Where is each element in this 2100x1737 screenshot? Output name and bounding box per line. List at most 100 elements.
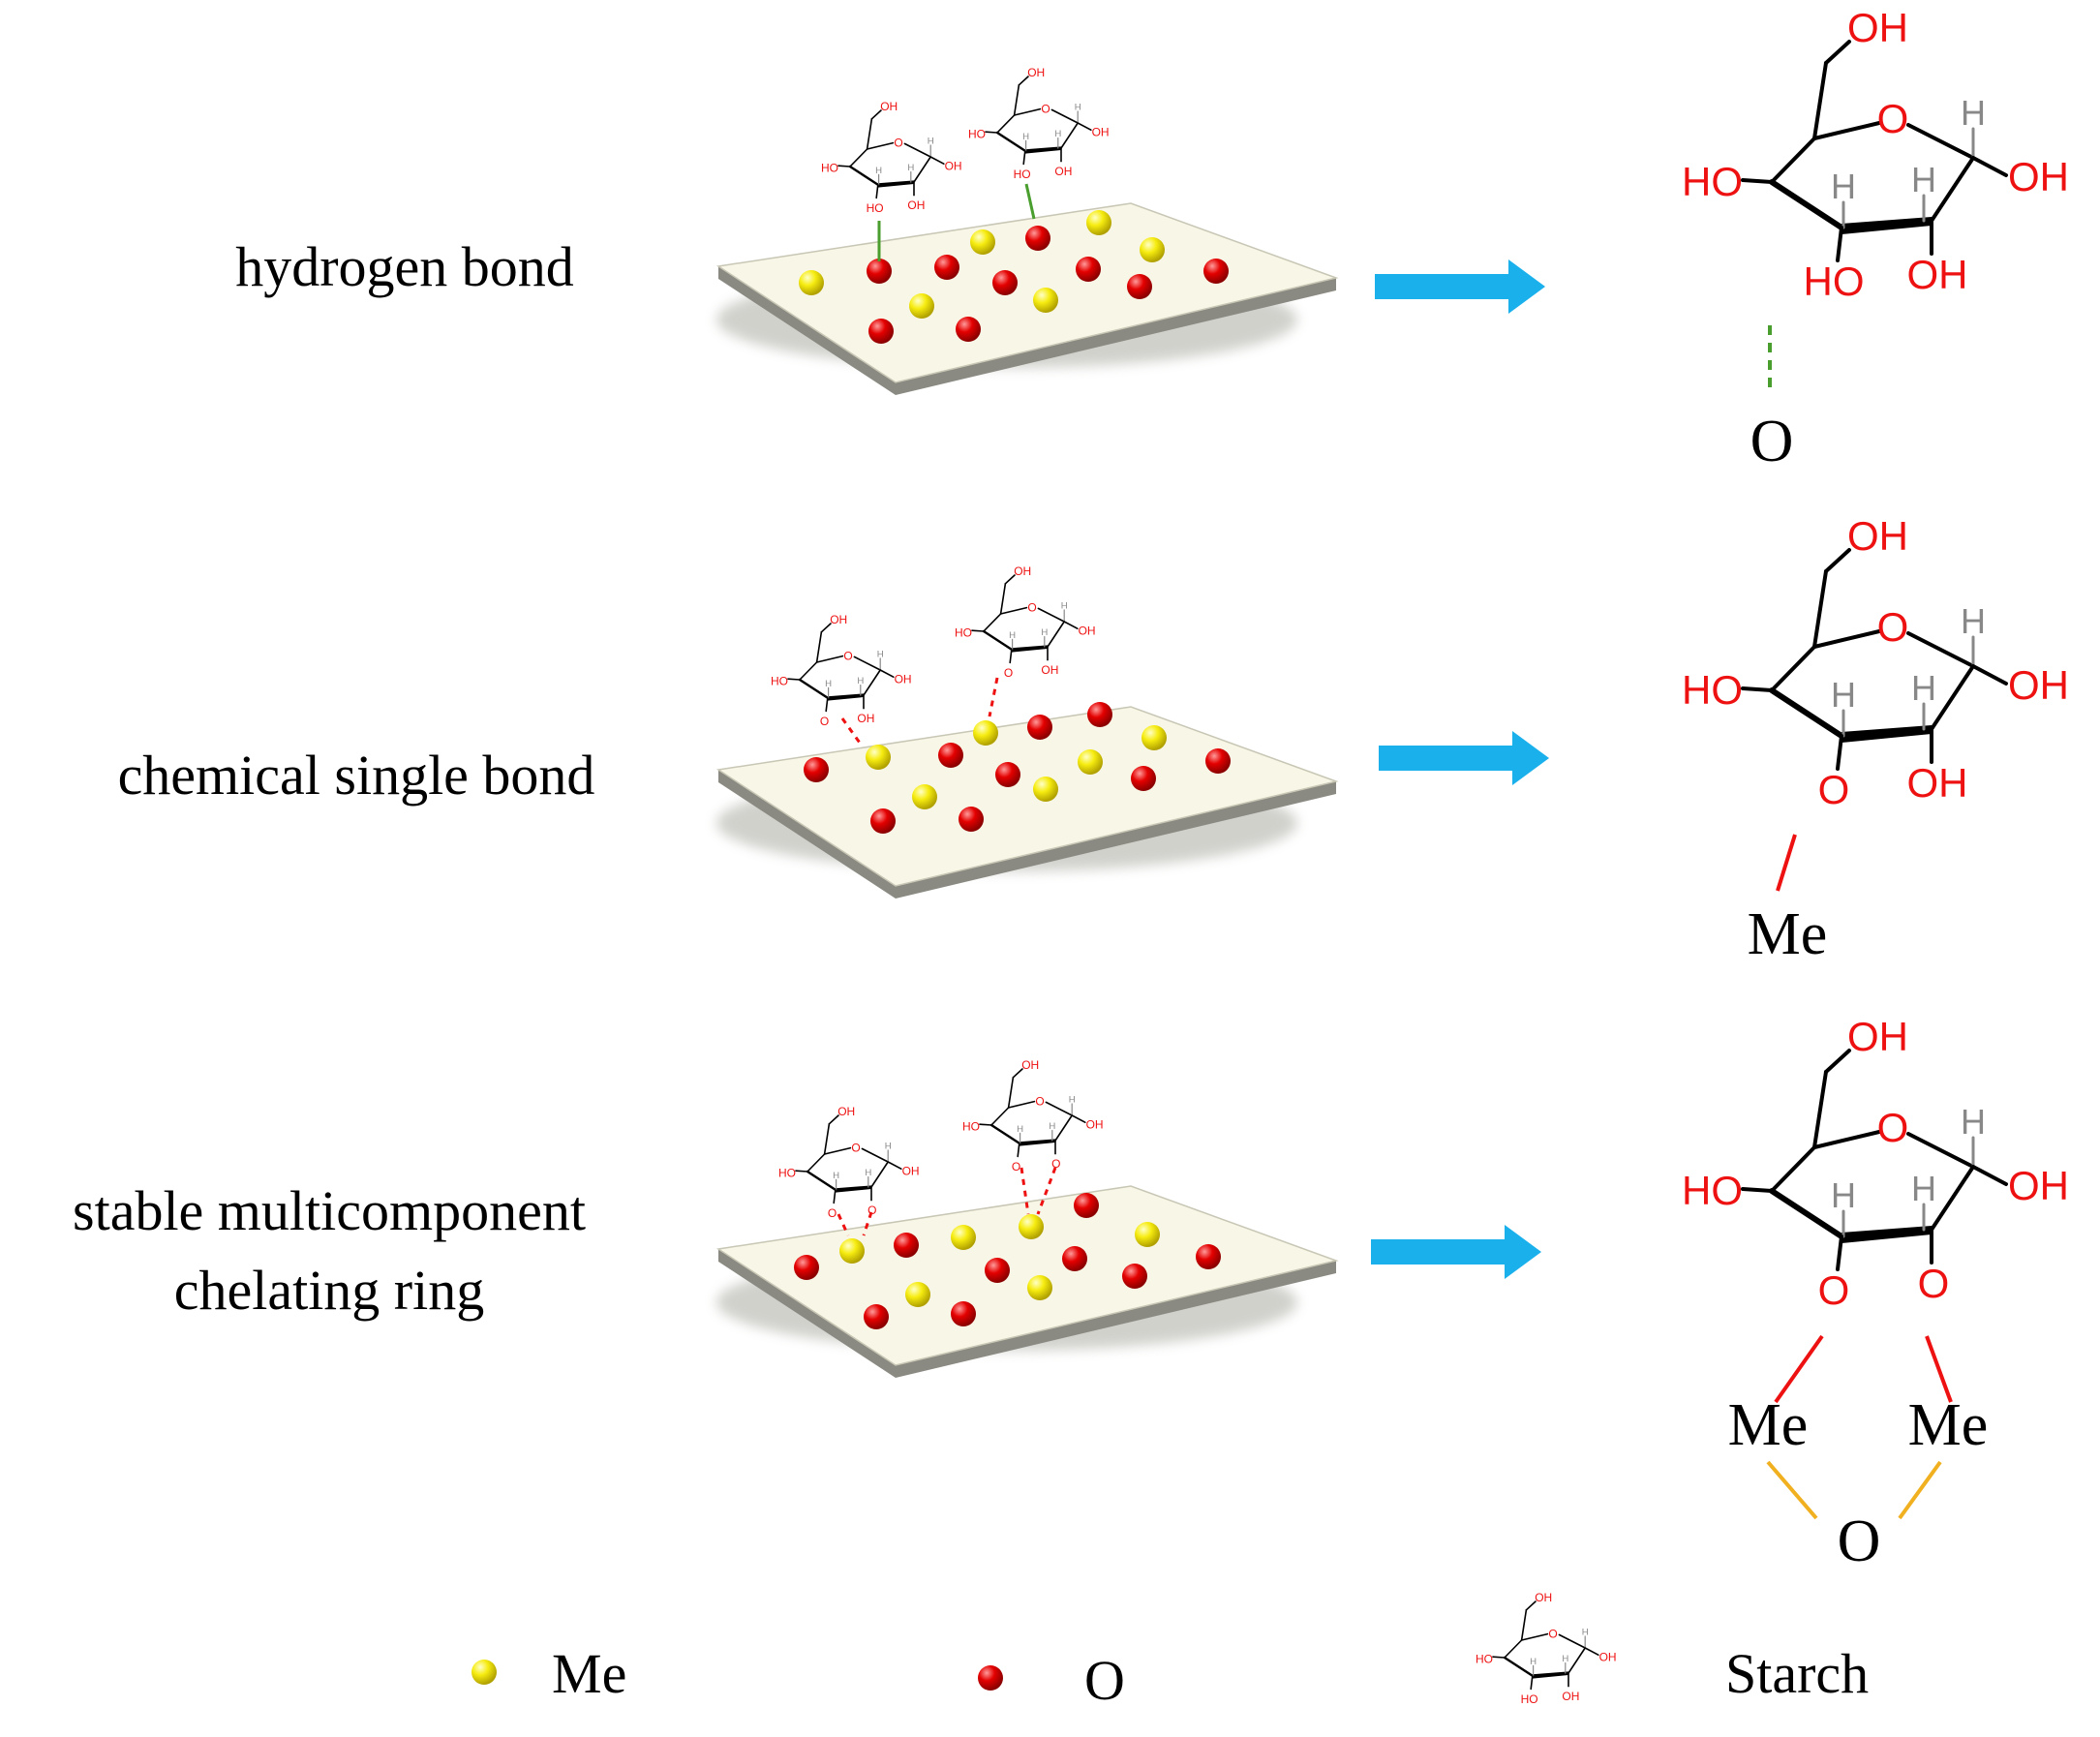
svg-text:H: H bbox=[1054, 129, 1061, 139]
svg-text:OH: OH bbox=[1847, 5, 1908, 50]
svg-text:OH: OH bbox=[1027, 66, 1045, 79]
o-sphere bbox=[794, 1255, 819, 1280]
o-sphere bbox=[995, 762, 1020, 787]
svg-text:HO: HO bbox=[1682, 159, 1743, 204]
svg-text:HO: HO bbox=[771, 675, 788, 688]
svg-text:HO: HO bbox=[1682, 1168, 1743, 1213]
row-label-chelating-ring: stable multicomponent chelating ring bbox=[73, 1179, 586, 1322]
chelate-me-right: Me bbox=[1908, 1392, 1989, 1458]
svg-text:chelating ring: chelating ring bbox=[174, 1259, 485, 1322]
me-sphere bbox=[799, 270, 824, 295]
o-sphere bbox=[1196, 1244, 1221, 1269]
svg-text:H: H bbox=[1831, 1175, 1856, 1215]
svg-text:H: H bbox=[1831, 675, 1856, 715]
svg-text:H: H bbox=[857, 676, 864, 686]
row-label-hydrogen-bond: hydrogen bond bbox=[235, 235, 574, 298]
svg-text:OH: OH bbox=[1847, 1014, 1908, 1059]
arrow-row-2 bbox=[1379, 731, 1549, 785]
svg-text:HO: HO bbox=[968, 128, 986, 141]
o-sphere bbox=[1062, 1246, 1087, 1271]
svg-text:H: H bbox=[1911, 160, 1936, 199]
svg-text:HO: HO bbox=[778, 1167, 796, 1180]
me-sphere bbox=[1086, 210, 1111, 235]
o-sphere bbox=[1087, 702, 1112, 727]
svg-text:H: H bbox=[1061, 600, 1068, 611]
reaction-arrow-1 bbox=[1375, 259, 1545, 314]
svg-text:O: O bbox=[1877, 1105, 1909, 1150]
me-sphere bbox=[839, 1238, 865, 1264]
surface-2 bbox=[715, 702, 1339, 899]
svg-text:HO: HO bbox=[821, 162, 838, 175]
chelate-bridge-o: O bbox=[1838, 1508, 1881, 1574]
svg-text:O: O bbox=[1818, 767, 1850, 812]
me-sphere bbox=[1135, 1222, 1160, 1247]
svg-text:O: O bbox=[828, 1206, 837, 1220]
hbond-o-label: O bbox=[1750, 409, 1794, 474]
me-sphere bbox=[1140, 237, 1165, 262]
svg-text:OH: OH bbox=[1041, 663, 1058, 677]
o-sphere bbox=[894, 1233, 919, 1258]
svg-text:H: H bbox=[1911, 1169, 1936, 1208]
svg-text:H: H bbox=[833, 1171, 839, 1181]
svg-text:O: O bbox=[1877, 96, 1909, 141]
o-sphere bbox=[870, 808, 896, 834]
svg-text:H: H bbox=[1562, 1654, 1568, 1664]
row-label-chemical-single-bond: chemical single bond bbox=[118, 744, 595, 807]
svg-text:O: O bbox=[1051, 1157, 1060, 1171]
o-sphere bbox=[992, 270, 1018, 295]
svg-text:OH: OH bbox=[945, 160, 962, 173]
svg-text:OH: OH bbox=[837, 1105, 855, 1118]
o-sphere bbox=[1131, 766, 1156, 791]
svg-text:H: H bbox=[1961, 1102, 1986, 1142]
reaction-arrow-3 bbox=[1371, 1225, 1541, 1279]
o-sphere bbox=[1122, 1264, 1147, 1289]
svg-text:H: H bbox=[825, 679, 832, 689]
svg-text:OH: OH bbox=[1086, 1118, 1104, 1132]
svg-text:H: H bbox=[928, 136, 934, 146]
legend-starch-label: Starch bbox=[1725, 1642, 1869, 1705]
svg-text:O: O bbox=[1012, 1160, 1020, 1173]
svg-text:H: H bbox=[1022, 132, 1029, 142]
o-sphere bbox=[985, 1258, 1010, 1283]
svg-text:H: H bbox=[885, 1141, 892, 1151]
svg-text:OH: OH bbox=[895, 673, 912, 686]
svg-text:OH: OH bbox=[1907, 760, 1968, 806]
o-sphere bbox=[956, 317, 981, 342]
svg-text:HO: HO bbox=[1014, 168, 1031, 181]
svg-text:HO: HO bbox=[1476, 1653, 1493, 1666]
svg-text:HO: HO bbox=[955, 626, 972, 640]
svg-text:O: O bbox=[894, 137, 902, 150]
svg-text:H: H bbox=[865, 1168, 871, 1178]
svg-text:OH: OH bbox=[1562, 1690, 1579, 1703]
o-sphere bbox=[1025, 226, 1050, 251]
me-sphere bbox=[909, 293, 934, 319]
me-sphere bbox=[1027, 1275, 1052, 1300]
svg-text:OH: OH bbox=[880, 100, 898, 113]
svg-text:O: O bbox=[1877, 604, 1909, 650]
o-sphere bbox=[868, 319, 894, 344]
svg-text:OH: OH bbox=[1092, 126, 1110, 139]
o-sphere bbox=[1205, 748, 1231, 774]
o-sphere bbox=[938, 743, 963, 768]
svg-text:HO: HO bbox=[962, 1120, 980, 1134]
me-sphere bbox=[973, 720, 998, 746]
legend-o-sphere bbox=[978, 1665, 1003, 1691]
svg-text:H: H bbox=[1961, 93, 1986, 133]
svg-text:O: O bbox=[820, 715, 829, 728]
svg-text:OH: OH bbox=[857, 712, 874, 725]
o-sphere bbox=[804, 757, 829, 782]
legend-o-label: O bbox=[1084, 1649, 1125, 1712]
svg-text:O: O bbox=[867, 1204, 876, 1217]
svg-text:H: H bbox=[1831, 167, 1856, 206]
svg-text:O: O bbox=[1918, 1261, 1950, 1306]
svg-text:O: O bbox=[1035, 1095, 1044, 1109]
svg-text:HO: HO bbox=[1804, 259, 1865, 304]
svg-text:HO: HO bbox=[1682, 667, 1743, 713]
